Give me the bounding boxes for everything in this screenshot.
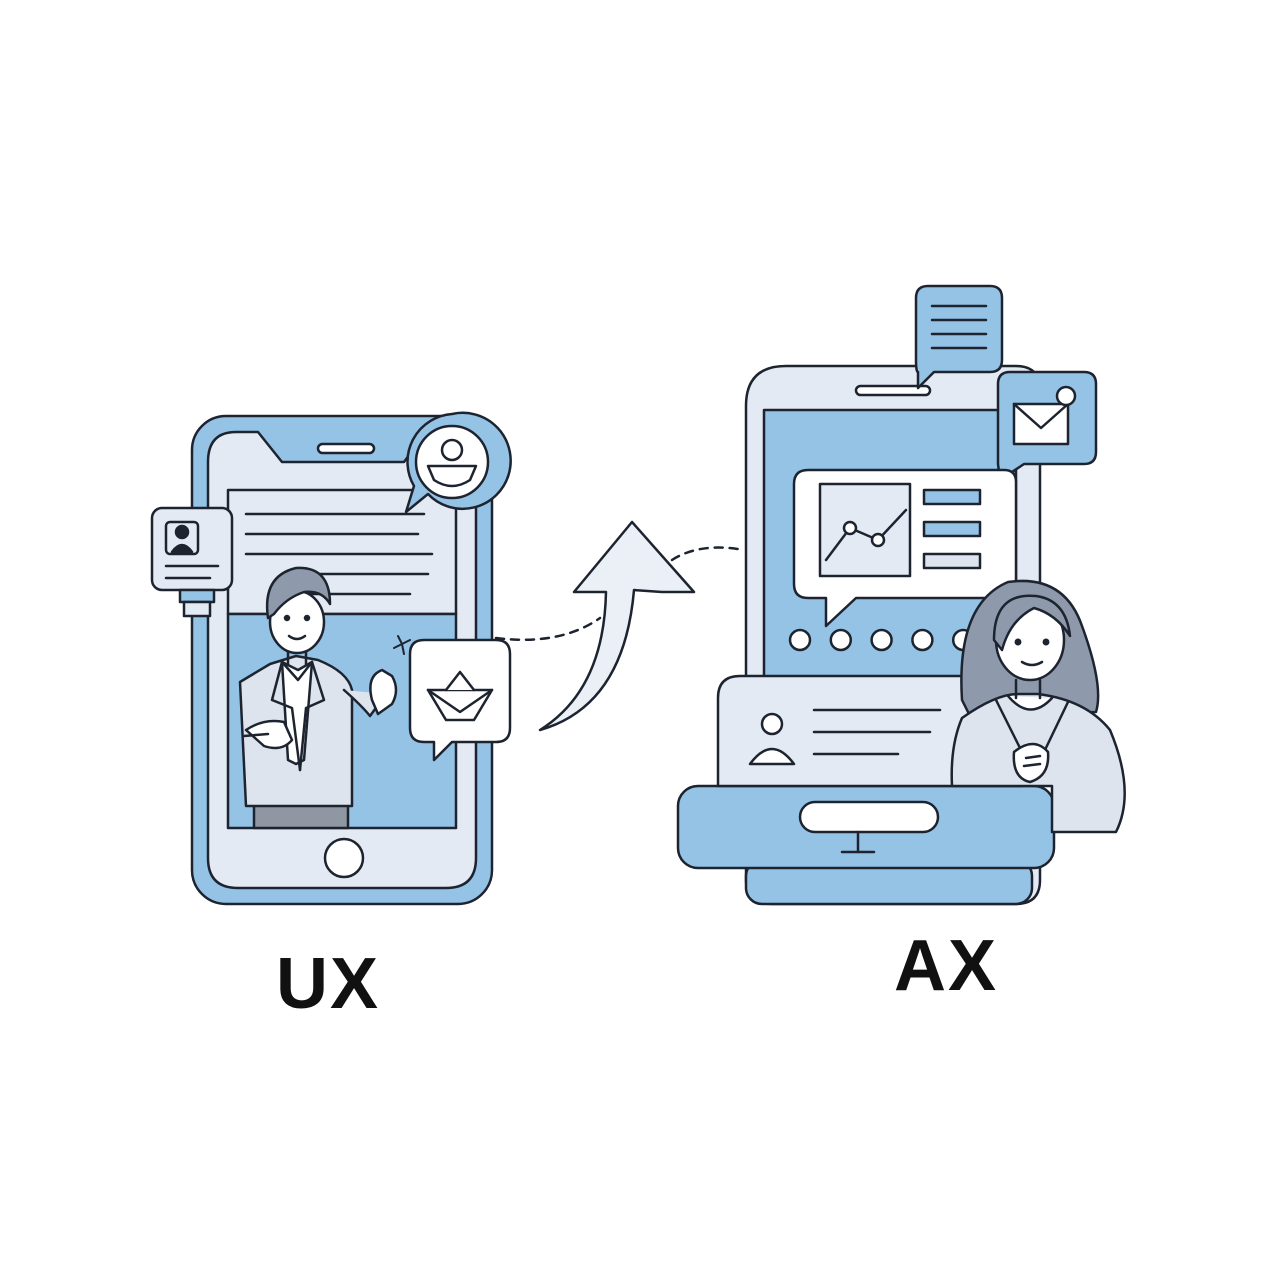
id-card-icon	[150, 506, 234, 618]
curved-arrow-icon	[538, 520, 696, 732]
ax-label: AX	[894, 926, 999, 1006]
person-icon	[238, 566, 398, 830]
pagination-dot	[911, 628, 934, 652]
person-icon	[950, 579, 1126, 834]
pagination-dot	[870, 628, 893, 652]
dashed-connector-icon	[494, 546, 746, 641]
ux-label: UX	[276, 944, 381, 1024]
profile-chat-bubble-icon	[404, 411, 512, 514]
monitor-keyboard-icon	[676, 784, 1056, 906]
document-chat-bubble-icon	[914, 284, 1004, 390]
pagination-dot	[829, 628, 853, 652]
pagination-dot	[788, 628, 812, 652]
line-chart-icon	[792, 468, 1018, 628]
envelope-chat-bubble-icon	[408, 638, 512, 762]
mail-notification-icon	[996, 370, 1098, 482]
